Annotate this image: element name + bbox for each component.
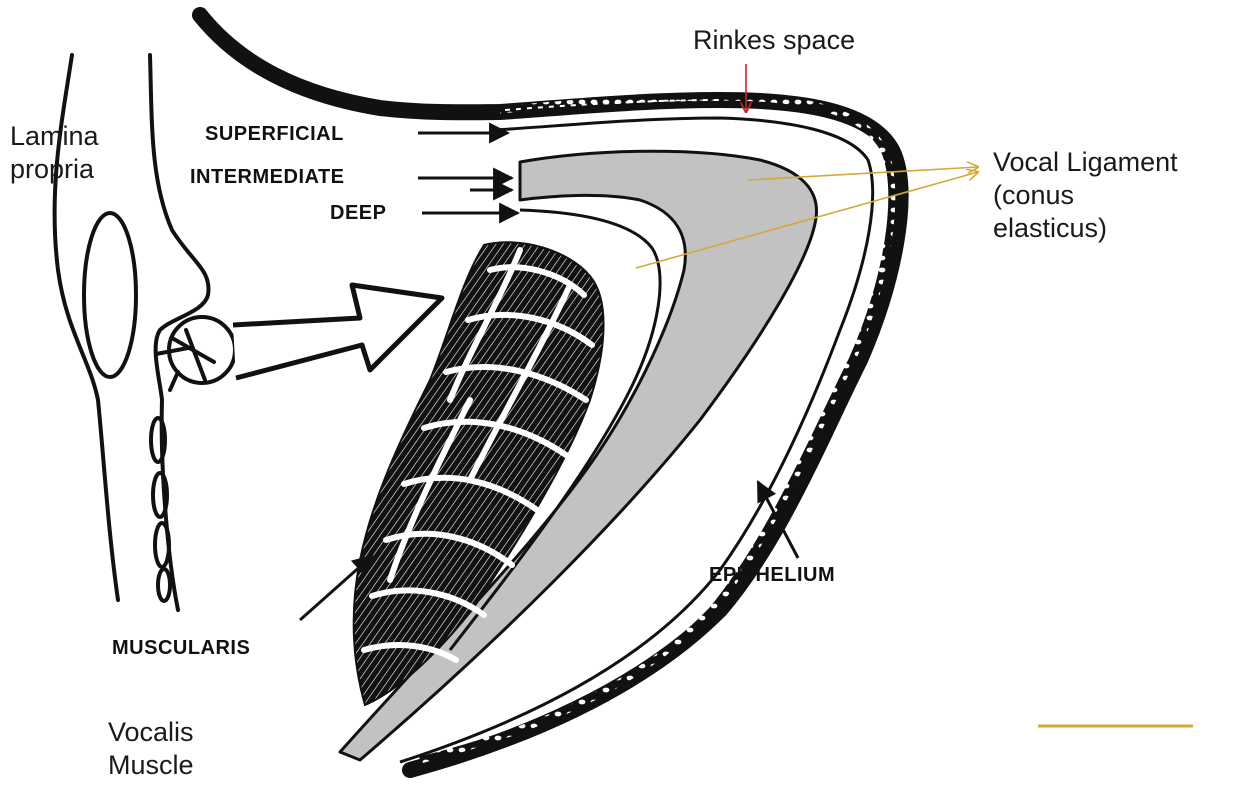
vocal-ligament-label: Vocal Ligament (conus elasticus) <box>993 146 1178 245</box>
epithelium-label: EPITHELIUM <box>709 564 835 587</box>
intermediate-label: INTERMEDIATE <box>190 166 345 189</box>
lamina-propria-label: Lamina propria <box>10 120 99 186</box>
vocalis-muscle-label: Vocalis Muscle <box>108 716 194 782</box>
rinkes-space-label: Rinkes space <box>693 24 855 57</box>
deep-label: DEEP <box>330 202 386 225</box>
muscularis-label: MUSCULARIS <box>112 637 250 660</box>
superficial-label: SUPERFICIAL <box>205 123 344 146</box>
magnify-arrow <box>233 285 442 378</box>
